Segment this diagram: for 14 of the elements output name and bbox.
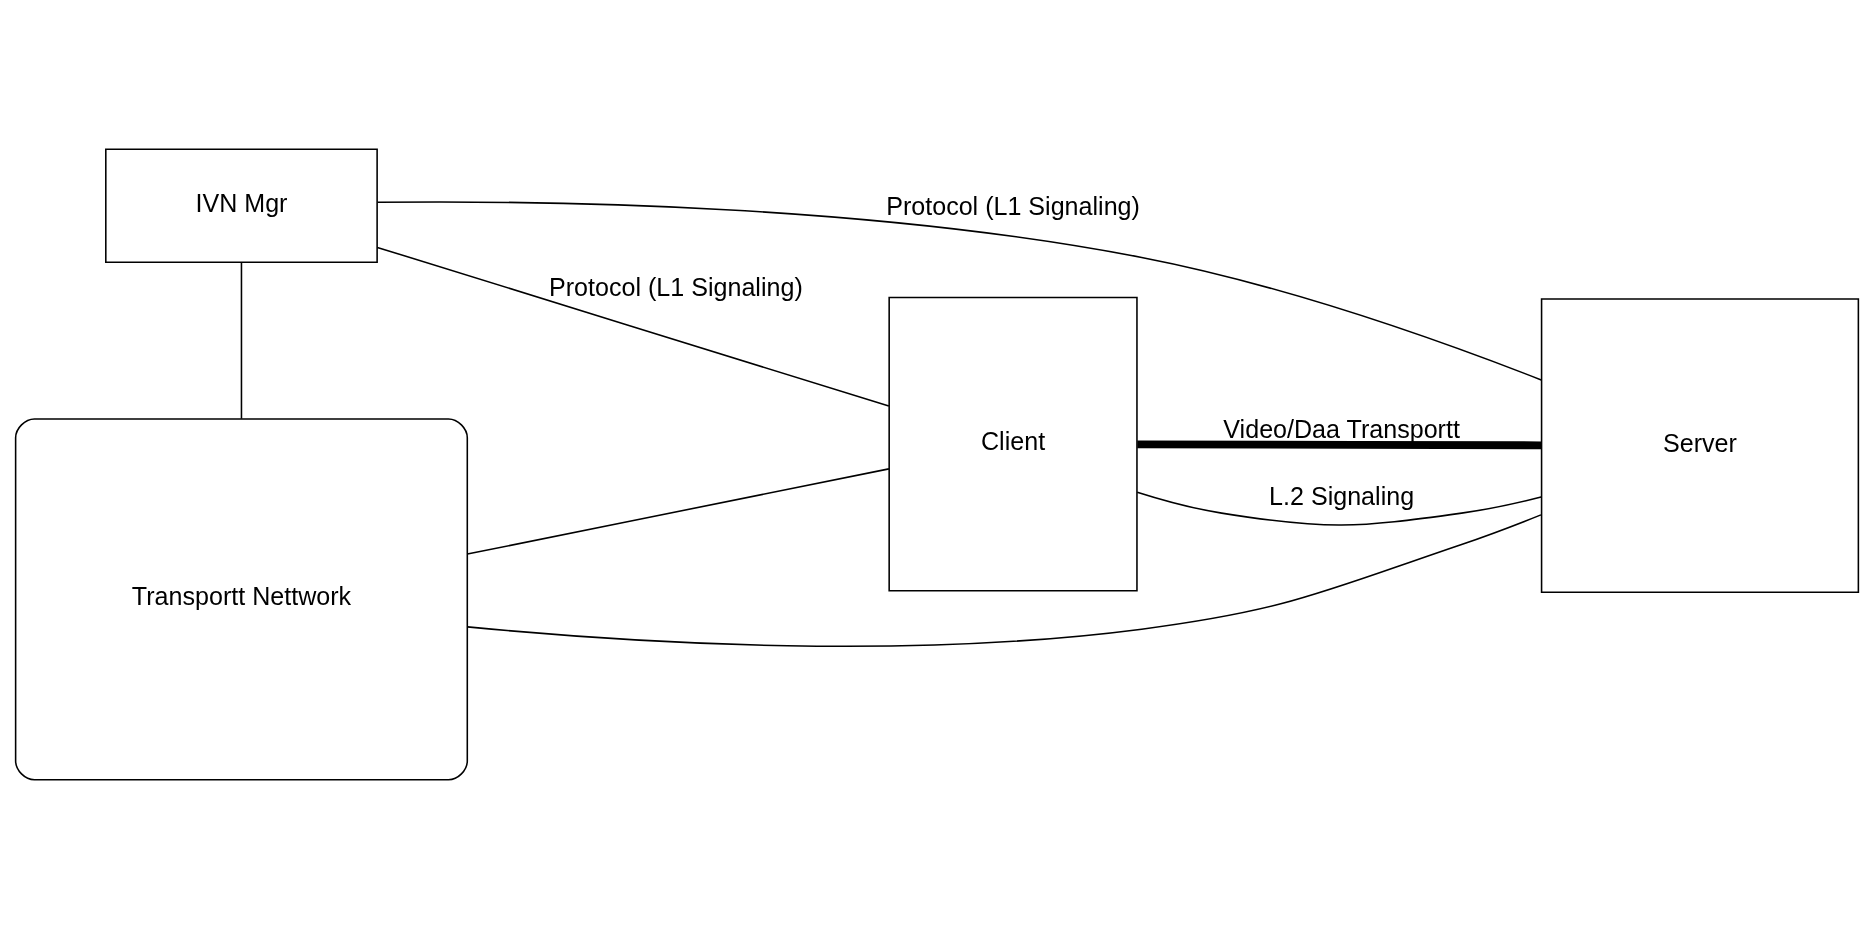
node-box: Transportt Nettwork	[14, 417, 469, 780]
connector	[1136, 490, 1542, 526]
node-box: IVN Mgr	[105, 148, 378, 263]
edge-label: Protocol (L1 Signaling)	[886, 191, 1140, 220]
node-box: Server	[1540, 297, 1860, 593]
edge-label: Video/Daa Transportt	[1223, 414, 1460, 443]
connector	[240, 261, 243, 419]
node-box: Client	[888, 296, 1138, 592]
edge-label: Protocol (L1 Signaling)	[549, 272, 803, 301]
connector	[466, 467, 890, 555]
connector	[376, 246, 890, 407]
edge-label: L.2 Signaling	[1269, 481, 1415, 510]
connector	[376, 200, 1543, 381]
connector	[466, 513, 1542, 647]
